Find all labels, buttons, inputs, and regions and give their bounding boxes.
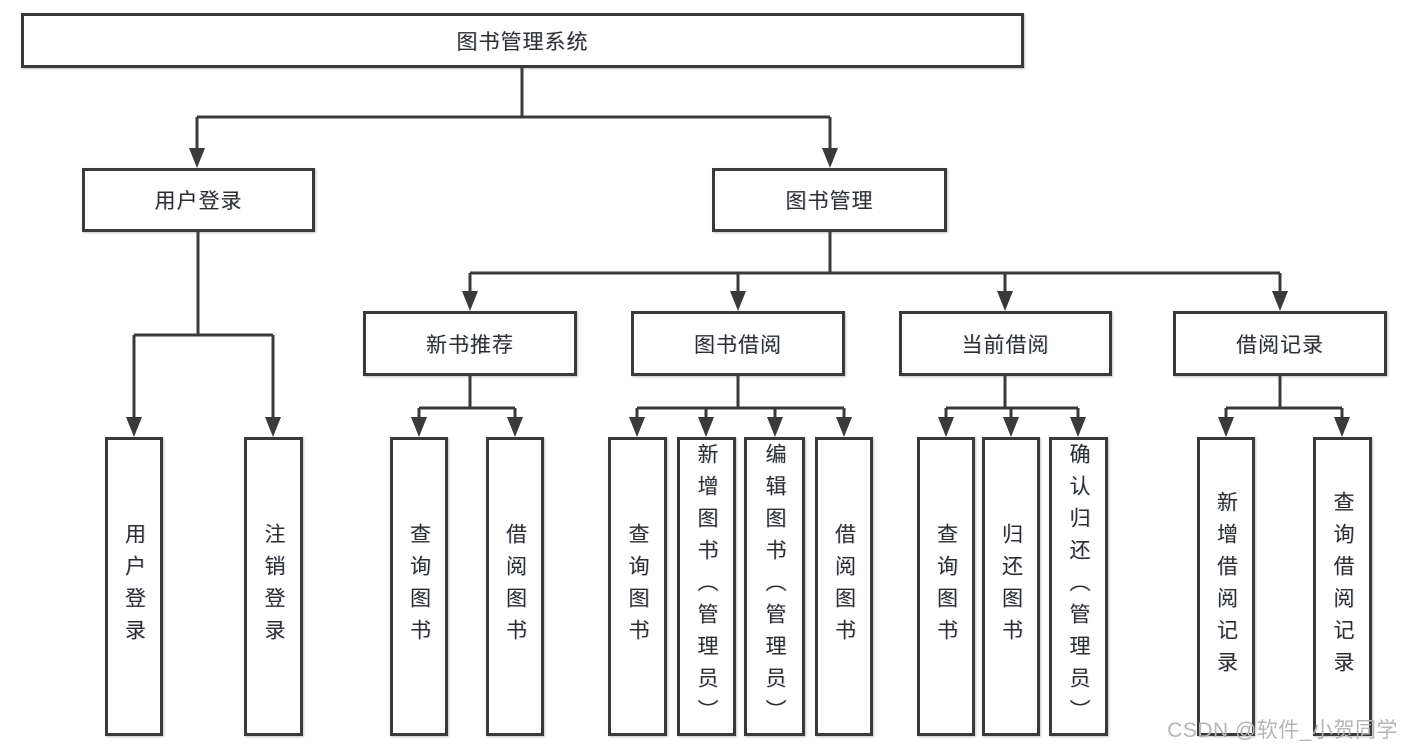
node-label: 图书借阅 bbox=[694, 333, 782, 357]
node-book-borrowing: 图书借阅 bbox=[631, 311, 845, 376]
node-label: 借阅记录 bbox=[1236, 333, 1324, 357]
node-label: 图书管理 bbox=[785, 190, 874, 213]
node-borrowing-records: 借阅记录 bbox=[1173, 311, 1387, 376]
leaf-query-books: 查询图书 bbox=[390, 437, 448, 736]
leaf-query-borrow-record: 查询借阅记录 bbox=[1313, 437, 1372, 736]
leaf-label: 查询借阅记录 bbox=[1331, 490, 1354, 683]
node-label: 当前借阅 bbox=[961, 333, 1050, 357]
leaf-label: 查询图书 bbox=[626, 522, 649, 651]
leaf-label: 新增借阅记录 bbox=[1214, 490, 1238, 683]
leaf-label: 用户登录 bbox=[122, 522, 146, 651]
leaf-add-borrow-record: 新增借阅记录 bbox=[1197, 437, 1255, 736]
leaf-label: 查询图书 bbox=[934, 522, 958, 651]
node-new-book-recommendation: 新书推荐 bbox=[363, 311, 577, 376]
node-label: 新书推荐 bbox=[426, 333, 514, 357]
leaf-label: 注销登录 bbox=[262, 522, 285, 651]
leaf-return-books: 归还图书 bbox=[982, 437, 1040, 736]
leaf-label: 借阅图书 bbox=[503, 522, 527, 651]
node-label: 图书管理系统 bbox=[456, 30, 589, 54]
leaf-query-books: 查询图书 bbox=[917, 437, 975, 736]
leaf-label: 查询图书 bbox=[407, 522, 431, 651]
leaf-label: 新增图书（管理员） bbox=[695, 442, 718, 731]
leaf-add-books-admin: 新增图书（管理员） bbox=[677, 437, 736, 736]
node-user-login: 用户登录 bbox=[82, 168, 315, 232]
node-label: 用户登录 bbox=[154, 190, 243, 213]
leaf-user-login: 用户登录 bbox=[105, 437, 163, 736]
leaf-borrow-books: 借阅图书 bbox=[815, 437, 873, 736]
leaf-label: 编辑图书（管理员） bbox=[763, 442, 786, 731]
leaf-borrow-books: 借阅图书 bbox=[486, 437, 544, 736]
leaf-label: 借阅图书 bbox=[832, 522, 856, 651]
leaf-logout: 注销登录 bbox=[244, 437, 303, 736]
leaf-confirm-return-admin: 确认归还（管理员） bbox=[1049, 437, 1108, 736]
leaf-edit-books-admin: 编辑图书（管理员） bbox=[744, 437, 805, 736]
leaf-query-books: 查询图书 bbox=[608, 437, 667, 736]
node-book-management: 图书管理 bbox=[712, 168, 947, 232]
csdn-watermark: CSDN @软件_小贺同学 bbox=[1167, 719, 1398, 742]
leaf-label: 确认归还（管理员） bbox=[1067, 442, 1090, 731]
node-library-management-system: 图书管理系统 bbox=[21, 13, 1024, 68]
leaf-label: 归还图书 bbox=[999, 522, 1023, 651]
node-current-borrowing: 当前借阅 bbox=[899, 311, 1112, 376]
